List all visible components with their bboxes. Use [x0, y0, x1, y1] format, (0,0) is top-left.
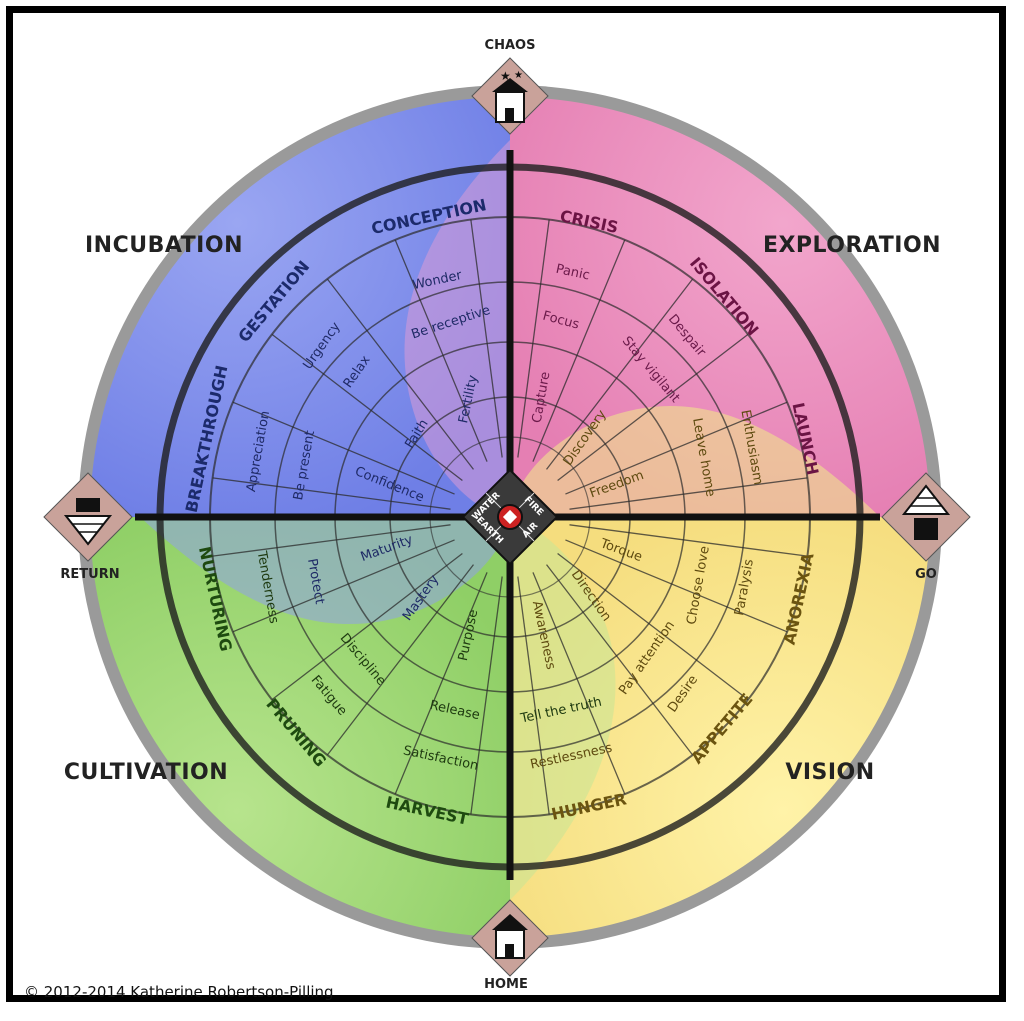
home-marker [471, 899, 549, 977]
web-radial-line [271, 333, 463, 481]
web-radial-line [565, 539, 788, 633]
return-house-icon [76, 498, 100, 512]
go-marker [881, 472, 971, 562]
web-radial-line [232, 401, 455, 495]
go-arrow-icon [901, 484, 951, 515]
swirl-home [510, 517, 616, 900]
direction-chaos: CHAOS [485, 38, 536, 53]
chaos-marker: ★ ★ [471, 57, 549, 135]
direction-home: HOME [484, 977, 528, 992]
quadrant-cultivation-title: CULTIVATION [64, 760, 228, 785]
web-radial-line [212, 524, 451, 557]
web-radial-line [557, 553, 749, 701]
direction-go: GO [915, 567, 937, 582]
quadrant-incubation-title: INCUBATION [85, 233, 243, 258]
chaos-roof-icon [492, 78, 528, 92]
chaos-star-icon-2: ★ [514, 70, 523, 81]
web-radial-line [569, 477, 808, 510]
quadrant-vision-title: VISION [785, 760, 874, 785]
web-radial-line [517, 576, 550, 815]
web-radial-line [546, 564, 694, 756]
web-radial-line [394, 239, 488, 462]
web-radial-line [517, 219, 550, 458]
web-radial-line [232, 539, 455, 633]
quadrant-exploration-fill [510, 97, 930, 517]
quadrant-exploration-title: EXPLORATION [763, 233, 941, 258]
web-radial-line [565, 401, 788, 495]
quadrant-incubation-fill [90, 97, 510, 517]
return-marker [43, 472, 133, 562]
web-radial-line [470, 576, 503, 815]
web-radial-line [212, 477, 451, 510]
swirl-return [140, 517, 510, 625]
swirl-go [510, 406, 880, 517]
swirl-chaos [404, 140, 510, 518]
web-radial-line [271, 553, 463, 701]
web-radial-line [532, 239, 626, 462]
return-arrow-icon [63, 515, 113, 546]
chaos-star-icon: ★ [500, 69, 511, 83]
web-radial-line [532, 572, 626, 795]
home-roof-icon [492, 914, 528, 930]
web-radial-line [326, 278, 474, 470]
go-house-icon [914, 518, 938, 540]
stage-panic: Panic [554, 262, 591, 284]
copyright-notice: © 2012-2014 Katherine Robertson-Pilling [24, 983, 334, 1001]
web-radial-line [557, 333, 749, 481]
web-radials [212, 219, 808, 815]
web-radial-line [326, 564, 474, 756]
quadrant-vision-fill [510, 517, 930, 937]
web-radial-line [394, 572, 488, 795]
web-radial-line [546, 278, 694, 470]
web-radial-line [569, 524, 808, 557]
web-radial-line [470, 219, 503, 458]
quadrant-cultivation-fill [90, 517, 510, 937]
center-core-diamond [502, 509, 518, 525]
direction-return: RETURN [60, 567, 119, 582]
